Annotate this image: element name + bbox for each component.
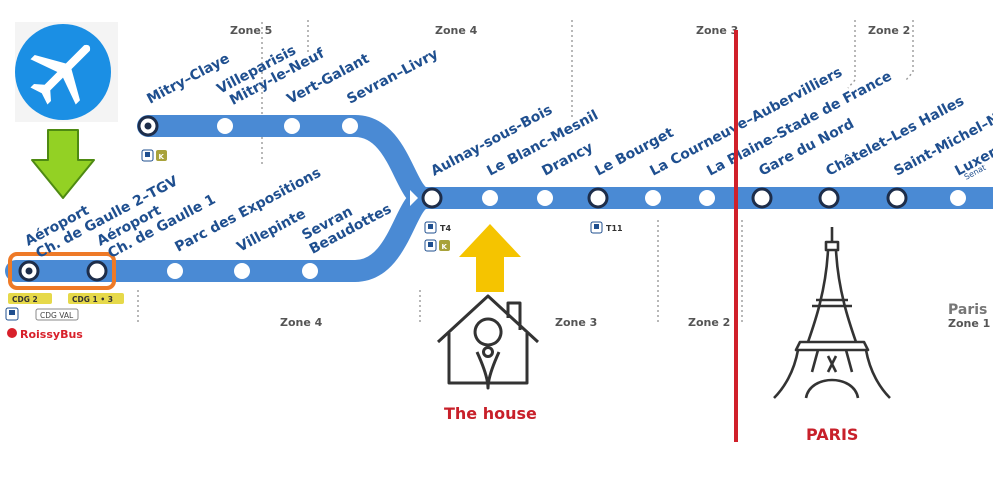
station-marker[interactable]	[587, 187, 609, 209]
station-marker[interactable]	[284, 118, 300, 134]
tram-line-label: T4	[440, 224, 451, 233]
eiffel-tower-icon	[773, 227, 891, 399]
cdg-val-label: CDG VAL	[40, 311, 74, 320]
cdg1-label: CDG 1 • 3	[72, 295, 113, 304]
station-label: Villeparisis Mitry-le-Neuf	[214, 31, 328, 112]
station-marker[interactable]	[751, 187, 773, 209]
station-marker[interactable]	[950, 190, 966, 206]
train-icon-window	[145, 152, 150, 157]
station-marker[interactable]	[342, 118, 358, 134]
station-marker[interactable]	[86, 260, 108, 282]
paris-label: PARIS	[806, 425, 858, 444]
station-label: Mitry–Claye	[144, 51, 232, 108]
cdg1-badge	[68, 293, 124, 304]
train-icon-window	[428, 242, 433, 247]
station-marker[interactable]	[302, 263, 318, 279]
station-marker[interactable]	[421, 187, 443, 209]
zone-label-top: Zone 4	[435, 24, 478, 37]
bus-icon-window	[9, 310, 15, 315]
terminus-core	[25, 267, 33, 275]
zone-label-bottom: Zone 2	[688, 316, 730, 329]
paris-zone-label: Zone 1	[948, 317, 990, 330]
airplane-icon-glyph	[30, 44, 91, 105]
zone-label-top: Zone 5	[230, 24, 272, 37]
zone-separator	[847, 20, 856, 89]
station-marker[interactable]	[217, 118, 233, 134]
k-line-badge	[156, 150, 167, 161]
station-marker[interactable]	[699, 190, 715, 206]
zone-label-top: Zone 2	[868, 24, 910, 37]
station-marker[interactable]	[818, 187, 840, 209]
zone-label-bottom: Zone 3	[555, 316, 597, 329]
trunk-stations: Aulnay-sous-Bois Le Blanc-Mesnil Drancy …	[421, 64, 993, 209]
zone-labels: Zone 5 Zone 4 Zone 3 Zone 2 Zone 4 Zone …	[230, 24, 990, 330]
airplane-icon	[15, 22, 118, 122]
cdg-val-badge	[35, 308, 79, 321]
station-marker[interactable]	[886, 187, 908, 209]
roissybus-label: RoissyBus	[20, 328, 83, 341]
k-line-label: K	[159, 153, 165, 161]
arrow-up-icon	[459, 224, 521, 292]
tram-line-label: T11	[606, 224, 623, 233]
cdg2-badge	[8, 293, 52, 304]
roissybus-logo	[7, 328, 17, 338]
k-line-badge	[439, 240, 450, 251]
k-line-label: K	[442, 243, 448, 251]
terminus-core	[144, 122, 152, 130]
zone-label-bottom: Zone 4	[280, 316, 323, 329]
station-marker[interactable]	[234, 263, 250, 279]
connections: K T4 K T11 CDG 2 CDG 1 • 3 CDG VAL Roiss…	[5, 149, 623, 341]
paris-city-label: Paris	[948, 302, 987, 318]
tram-icon-window	[594, 224, 599, 229]
cdg2-label: CDG 2	[12, 295, 38, 304]
station-marker[interactable]	[167, 263, 183, 279]
airport-highlight-box	[8, 252, 116, 290]
station-marker[interactable]	[645, 190, 661, 206]
zone-separator	[905, 20, 914, 81]
station-marker[interactable]	[537, 190, 553, 206]
lower-branch-track	[5, 187, 436, 282]
house-label: The house	[444, 404, 537, 423]
tram-icon-window	[428, 224, 433, 229]
house-location-icon	[436, 294, 540, 390]
zone-separators	[137, 20, 914, 325]
zone-label-top: Zone 3	[696, 24, 738, 37]
arrow-down-icon	[31, 129, 95, 199]
station-marker[interactable]	[482, 190, 498, 206]
junction-arrow	[410, 190, 418, 206]
